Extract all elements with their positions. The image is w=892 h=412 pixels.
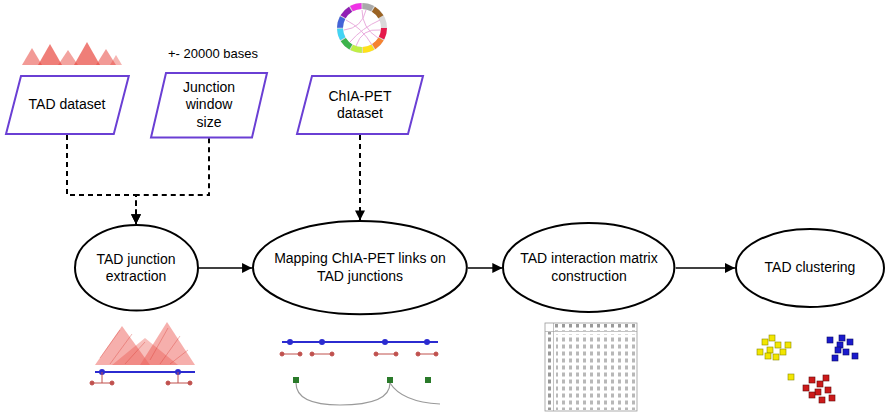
- process-ellipse: Mapping ChIA-PET links on TAD junctions: [252, 220, 468, 315]
- parallelogram-outline: [6, 76, 129, 134]
- node-label: TAD junction extraction: [86, 251, 186, 286]
- text-holder: Mapping ChIA-PET links on TAD junctions: [252, 220, 468, 315]
- text-holder: TAD dataset: [5, 75, 130, 135]
- text-block: Junction window size: [174, 79, 244, 132]
- input-parallelogram: Junction window size: [150, 72, 268, 139]
- node-label: TAD clustering: [765, 259, 856, 277]
- parallelogram-outline: [297, 76, 423, 134]
- parallelogram-outline: [151, 73, 267, 138]
- ellipse-outline: [503, 223, 674, 312]
- circos-icon: [340, 6, 384, 50]
- junction-heatmap-icon: [90, 322, 195, 385]
- text-holder: Junction window size: [150, 72, 268, 139]
- flow-connector: [359, 135, 361, 220]
- tad-heatmap-icon: [22, 42, 122, 65]
- node-label: ChIA-PET dataset: [320, 88, 400, 123]
- process-ellipse: TAD clustering: [735, 228, 885, 308]
- flow-connector: [676, 267, 735, 269]
- flow-connector: [199, 267, 253, 269]
- process-ellipse: TAD junction extraction: [74, 224, 199, 312]
- node-label: Mapping ChIA-PET links on TAD junctions: [272, 250, 448, 285]
- flow-connector: [136, 138, 209, 224]
- window-size-note: +- 20000 bases: [168, 46, 258, 61]
- ellipse-outline: [75, 225, 198, 311]
- flow-connector: [67, 135, 136, 224]
- text-block: Mapping ChIA-PET links on TAD junctions: [272, 250, 448, 285]
- node-label: TAD interaction matrix construction: [519, 250, 659, 285]
- clusters-icon: [757, 335, 858, 403]
- input-parallelogram: ChIA-PET dataset: [296, 75, 424, 135]
- matrix-icon: [545, 323, 637, 411]
- text-block: TAD dataset: [29, 96, 106, 114]
- ellipse-outline: [253, 221, 467, 314]
- input-parallelogram: TAD dataset: [5, 75, 130, 135]
- text-holder: TAD clustering: [735, 228, 885, 308]
- node-label: TAD dataset: [29, 96, 106, 114]
- flow-connector: [468, 267, 502, 269]
- mapping-links-icon: [280, 339, 440, 405]
- text-block: TAD clustering: [765, 259, 856, 277]
- text-block: ChIA-PET dataset: [320, 88, 400, 123]
- process-ellipse: TAD interaction matrix construction: [502, 222, 675, 313]
- node-label: Junction window size: [174, 79, 244, 132]
- text-block: TAD junction extraction: [86, 251, 186, 286]
- text-holder: TAD interaction matrix construction: [502, 222, 675, 313]
- ellipse-outline: [736, 229, 884, 307]
- text-block: TAD interaction matrix construction: [519, 250, 659, 285]
- text-holder: TAD junction extraction: [74, 224, 199, 312]
- text-holder: ChIA-PET dataset: [296, 75, 424, 135]
